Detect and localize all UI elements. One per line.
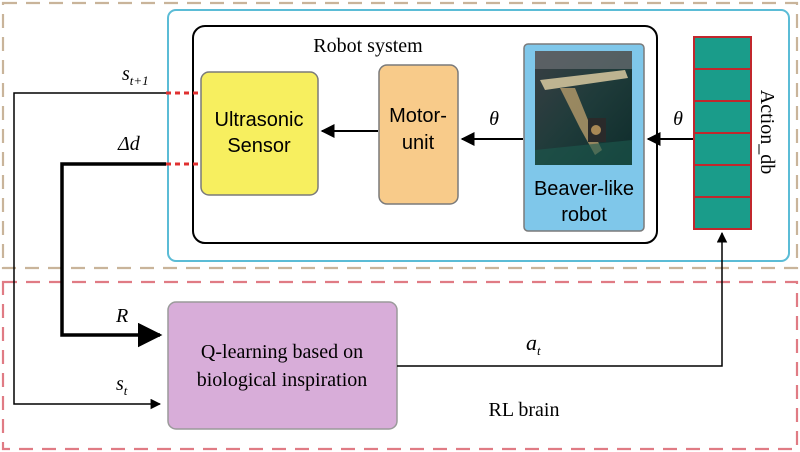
rl-brain-region-dashed-border — [1, 280, 799, 451]
action-db-cell — [693, 132, 752, 166]
q-learning-label-line1: Q-learning based on — [201, 341, 363, 363]
theta-label-action: θ — [673, 108, 683, 130]
motor-unit-box — [378, 64, 459, 205]
action-db-cell — [693, 196, 752, 230]
line-s-next-to-qlearning — [13, 92, 166, 410]
action-db-cell — [693, 68, 752, 102]
q-learning-label-line2: biological inspiration — [197, 369, 368, 391]
rl-brain-title: RL brain — [489, 399, 560, 421]
action-db-cell — [693, 36, 752, 70]
q-learning-box — [167, 301, 398, 430]
motor-unit-label-line2: unit — [402, 132, 435, 154]
line-delta-d-to-qlearning — [60, 162, 166, 348]
action-db-cell — [693, 100, 752, 134]
line-a-t-to-action-db — [397, 231, 728, 367]
ultrasonic-sensor-box — [200, 71, 319, 196]
ultrasonic-sensor-label-line2: Sensor — [227, 135, 291, 157]
robot-region-dashed-border — [1, 1, 799, 270]
a-t-label: at — [526, 330, 541, 358]
action-db-stack — [693, 36, 752, 230]
beaver-robot-label-line1: Beaver-like — [534, 178, 634, 200]
motor-unit-label-line1: Motor- — [389, 105, 447, 127]
beaver-robot-label-line2: robot — [561, 204, 607, 226]
theta-label-robot: θ — [489, 108, 499, 130]
reward-label: R — [115, 305, 128, 327]
beaver-robot-photo — [535, 51, 632, 165]
action-db-label: Action_db — [756, 90, 778, 174]
delta-d-label: Δd — [117, 133, 141, 155]
robot-system-title: Robot system — [313, 35, 423, 57]
s-t-label: st — [116, 373, 128, 398]
ultrasonic-sensor-label-line1: Ultrasonic — [215, 109, 304, 131]
action-db-cell — [693, 164, 752, 198]
s-next-label: st+1 — [122, 63, 149, 88]
